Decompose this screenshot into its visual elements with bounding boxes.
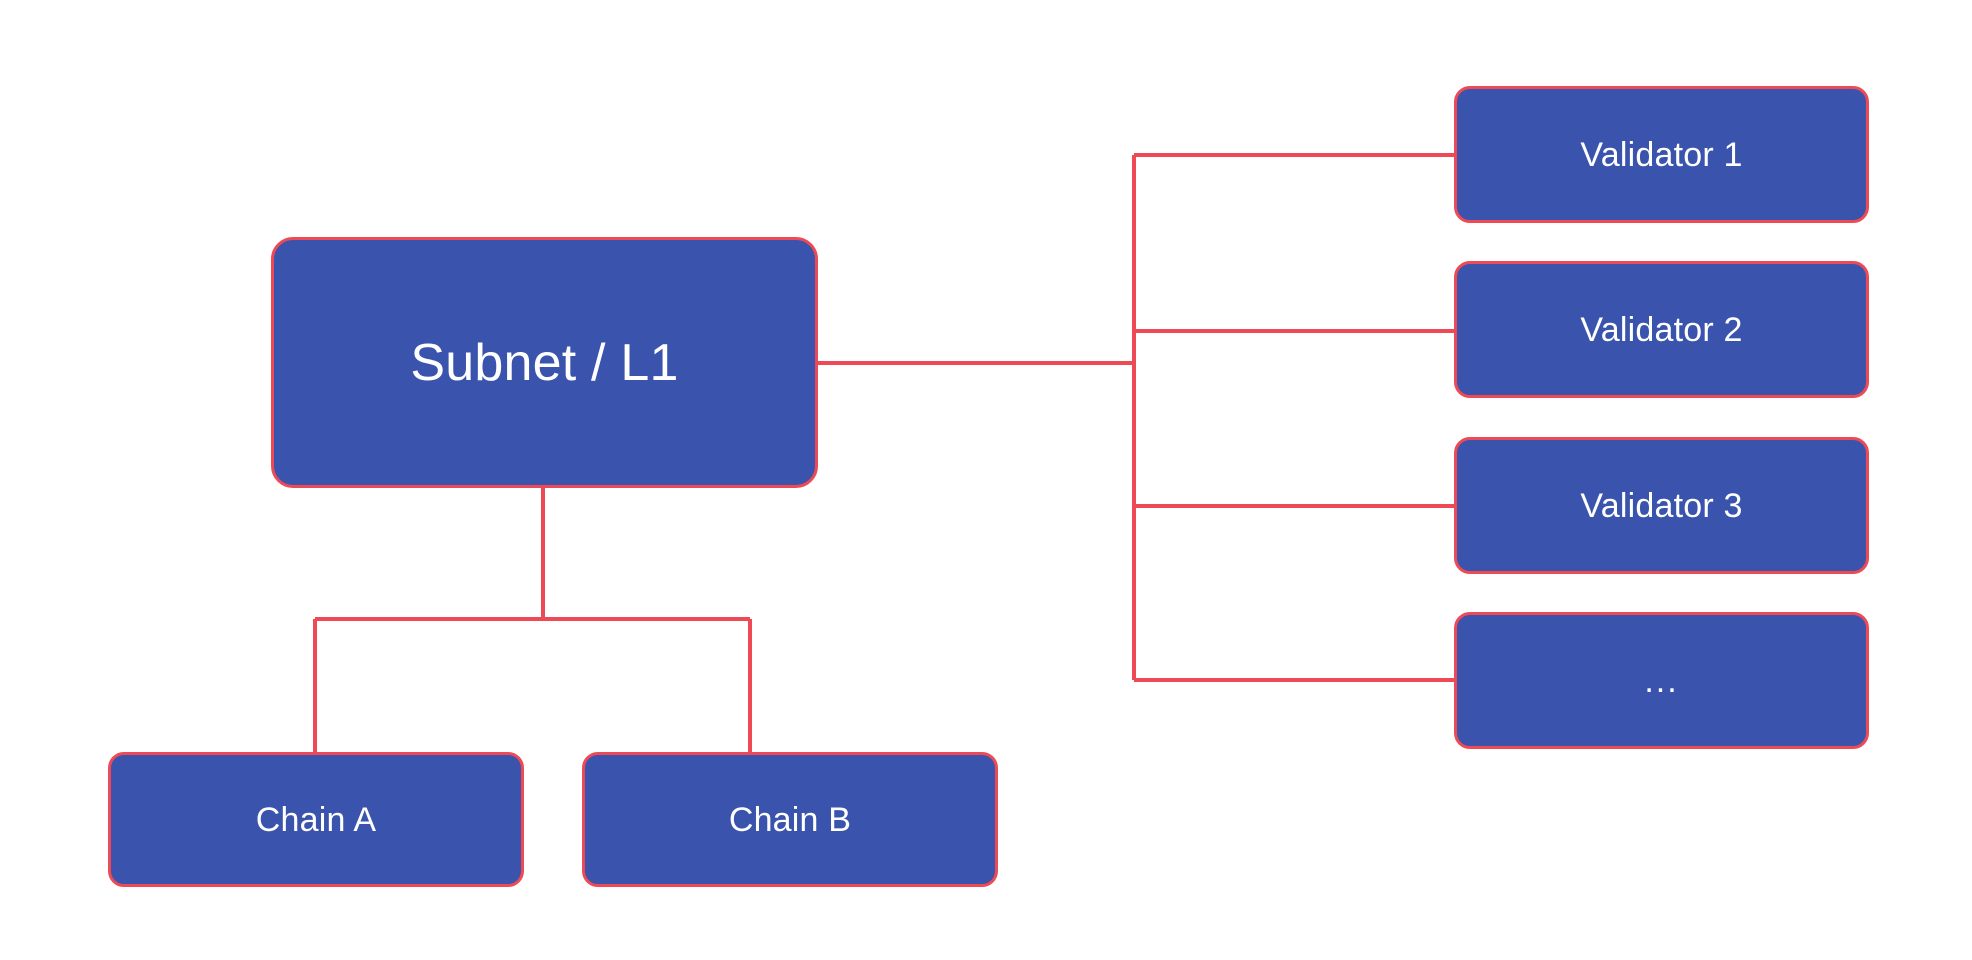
node-subnet-l1[interactable]: Subnet / L1 [271, 237, 818, 488]
node-validator-3-label: Validator 3 [1580, 486, 1743, 525]
node-chain-a-label: Chain A [255, 800, 377, 839]
node-validator-1-label: Validator 1 [1580, 135, 1743, 174]
node-validator-2-label: Validator 2 [1580, 310, 1743, 349]
node-subnet-l1-label: Subnet / L1 [410, 333, 679, 392]
node-chain-a[interactable]: Chain A [108, 752, 524, 887]
node-validator-3[interactable]: Validator 3 [1454, 437, 1869, 574]
node-validator-ellipsis-label: ... [1644, 661, 1679, 700]
node-chain-b-label: Chain B [728, 800, 852, 839]
node-validator-1[interactable]: Validator 1 [1454, 86, 1869, 223]
node-chain-b[interactable]: Chain B [582, 752, 998, 887]
node-validator-ellipsis[interactable]: ... [1454, 612, 1869, 749]
node-validator-2[interactable]: Validator 2 [1454, 261, 1869, 398]
